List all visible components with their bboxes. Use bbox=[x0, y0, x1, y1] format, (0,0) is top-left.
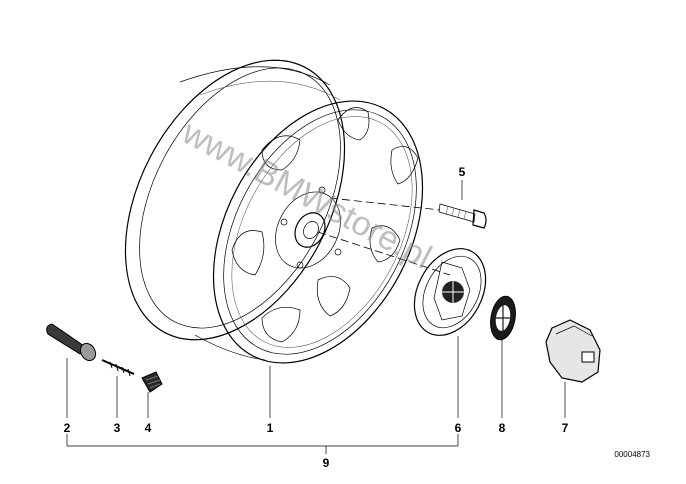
callout-7: 7 bbox=[562, 421, 569, 435]
wheel-bolt-hole-2 bbox=[280, 218, 288, 226]
valve-stem-rubber bbox=[46, 323, 85, 355]
callout-3: 3 bbox=[114, 421, 121, 435]
valve-core-spring bbox=[109, 361, 131, 377]
watermark: www.BMWstore.pl bbox=[175, 113, 437, 277]
socket-square-drive bbox=[581, 351, 595, 363]
wheel-window-5 bbox=[261, 307, 301, 343]
emblem-quarters bbox=[496, 305, 510, 331]
alloy-wheel bbox=[124, 59, 424, 364]
hub-cap bbox=[413, 248, 487, 336]
hub-cap-outer bbox=[413, 248, 487, 336]
socket-tool bbox=[545, 319, 601, 383]
wheel-front-rim-lip bbox=[231, 116, 413, 348]
wheel-bolt-hole-3 bbox=[296, 261, 304, 269]
wheel-front-rim-outer bbox=[212, 100, 424, 364]
bolt-axis-line bbox=[329, 197, 441, 211]
wheel-barrel-top bbox=[179, 66, 331, 86]
wheel-back-rim-inner bbox=[139, 67, 341, 329]
valve-body bbox=[46, 323, 97, 362]
socket-edge bbox=[555, 325, 593, 337]
valve-cap-knurl bbox=[145, 375, 161, 389]
callout-9: 9 bbox=[323, 456, 330, 470]
leader-lines bbox=[66, 180, 566, 454]
wheel-window-2 bbox=[390, 146, 419, 185]
wheel-bolt-thread bbox=[445, 205, 467, 220]
wheel-window-1 bbox=[337, 107, 370, 141]
wheel-bolt-head bbox=[472, 209, 487, 229]
wheel-window-6 bbox=[316, 276, 351, 317]
wheel-bolt-shank bbox=[438, 203, 476, 223]
wheel-hub-outer bbox=[275, 191, 341, 269]
wheel-hub-center bbox=[294, 212, 326, 248]
wheel-hub-bore bbox=[303, 221, 319, 239]
wheel-bolt-hole-1 bbox=[318, 186, 326, 194]
hub-cap-rim bbox=[422, 255, 482, 329]
valve-cap bbox=[141, 371, 163, 393]
callout-6: 6 bbox=[455, 421, 462, 435]
emblem bbox=[490, 295, 516, 341]
valve-stem-head bbox=[79, 342, 97, 362]
callout-8: 8 bbox=[499, 421, 506, 435]
wheel-bolt-hole-4 bbox=[334, 248, 342, 256]
socket-body bbox=[545, 319, 601, 383]
hub-cap-emblem-quarters bbox=[442, 281, 464, 303]
hub-cap-hex bbox=[433, 261, 471, 321]
callout-1: 1 bbox=[267, 421, 274, 435]
wheel-barrel-line bbox=[199, 80, 341, 101]
wheel-window-7 bbox=[369, 225, 401, 263]
valve-core bbox=[101, 359, 135, 377]
callout-4: 4 bbox=[145, 421, 152, 435]
wheel-back-rim-outer bbox=[124, 59, 346, 341]
wheel-window-3 bbox=[261, 135, 301, 171]
wheel-bolt bbox=[438, 203, 487, 229]
callouts: 2 3 4 1 6 8 7 5 9 bbox=[64, 165, 569, 470]
valve-cap-body bbox=[141, 371, 163, 393]
wheel-window-4 bbox=[231, 230, 265, 276]
reference-number: 00004873 bbox=[614, 450, 650, 459]
callout-2: 2 bbox=[64, 421, 71, 435]
wheel-front-rim-inner bbox=[223, 109, 417, 355]
callout-5: 5 bbox=[459, 165, 466, 179]
